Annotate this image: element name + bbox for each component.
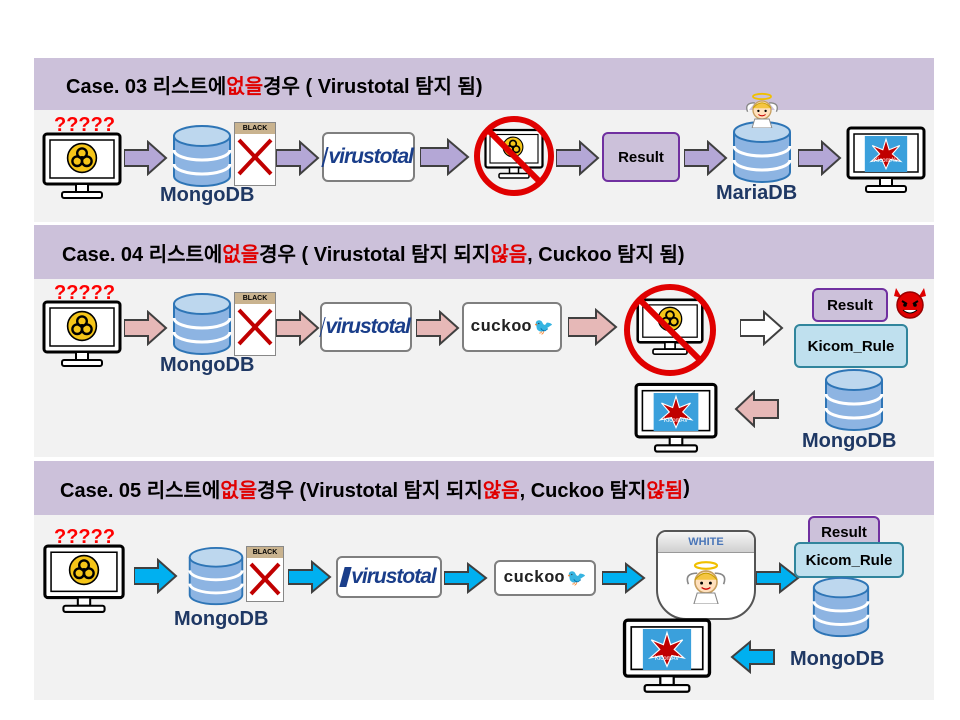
case04-mongodb-icon — [170, 292, 234, 358]
case03-arrow-2 — [276, 140, 320, 176]
case03-arrow-1 — [124, 140, 168, 176]
case04-arrow-back — [734, 390, 779, 428]
case05-arrow-3 — [444, 562, 488, 594]
case03-kicomav-pc-icon: KicomAV — [846, 126, 926, 194]
case04-arrow-3 — [416, 310, 460, 346]
case05-header: Case. 05 리스트에 없을 경우 (Virustotal 탐지 되지 않음… — [34, 461, 934, 515]
case05-arrow-2 — [288, 560, 332, 594]
case05-kicomav-pc-icon: KicomAV — [622, 618, 712, 694]
case05-mongodb2-icon — [810, 576, 872, 640]
case04-header: Case. 04 리스트에 없을 경우 ( Virustotal 탐지 되지 않… — [34, 225, 934, 279]
case05-arrow-4 — [602, 562, 646, 594]
case03-blacklist-icon: BLACK — [234, 122, 276, 186]
case04-kicom-rule-box: Kicom_Rule — [794, 324, 908, 368]
case04-mongodb2-icon — [822, 368, 886, 434]
case05-kicom-rule-box: Kicom_Rule — [794, 542, 904, 578]
case05-arrow-5 — [756, 562, 800, 594]
case04-suspect-pc-icon — [42, 300, 122, 368]
case03-mariadb-icon — [730, 120, 794, 186]
case03-suspect-pc-icon — [42, 132, 122, 200]
case03-result-box: Result — [602, 132, 680, 182]
case05-cuckoo-logo: cuckoo🐦 — [494, 560, 596, 596]
case03-mongodb-icon — [170, 124, 234, 190]
case05-arrow-back — [730, 640, 775, 674]
case05-suspect-pc-icon — [42, 544, 126, 614]
case05-mongodb2-label: MongoDB — [790, 648, 885, 670]
case03-question-marks: ????? — [54, 114, 116, 136]
case04-kicomav-pc-icon: KicomAV — [634, 382, 718, 454]
case03-header: Case. 03 리스트에 없을 경우 ( Virustotal 탐지 됨) — [34, 58, 934, 110]
case03-virustotal-logo: virustotal — [321, 132, 415, 182]
case05-whitelist-icon: WHITE — [656, 530, 756, 620]
case05-virustotal-logo: virustotal — [336, 556, 442, 598]
case04-arrow-4 — [568, 308, 618, 346]
case03-arrow-4 — [556, 140, 600, 176]
case03-title: Case. 03 리스트에 없을 경우 ( Virustotal 탐지 됨) — [66, 75, 483, 98]
case03-angel-icon — [744, 92, 780, 128]
case03-mongodb-label: MongoDB — [160, 184, 255, 206]
case04-mongodb2-label: MongoDB — [802, 430, 897, 452]
case04-result-box: Result — [812, 288, 888, 322]
case04-virustotal-logo: virustotal — [319, 302, 412, 352]
case03-mariadb-label: MariaDB — [716, 182, 798, 204]
case05-question-marks: ????? — [54, 526, 116, 548]
case03-arrow-6 — [798, 140, 842, 176]
case04-arrow-5 — [740, 310, 784, 346]
case04-mongodb-label: MongoDB — [160, 354, 255, 376]
case04-title: Case. 04 리스트에 없을 경우 ( Virustotal 탐지 되지 않… — [62, 243, 685, 266]
case05-arrow-1 — [134, 558, 178, 594]
case03-arrow-3 — [420, 138, 470, 176]
case03-arrow-5 — [684, 140, 728, 176]
case04-blacklist-icon: BLACK — [234, 292, 276, 356]
case04-devil-icon — [890, 286, 930, 320]
case05-mongodb-icon — [186, 546, 246, 608]
case05-mongodb-label: MongoDB — [174, 608, 269, 630]
case04-blocked-pc-icon — [622, 282, 718, 378]
case05-blacklist-icon: BLACK — [246, 546, 284, 602]
case04-question-marks: ????? — [54, 282, 116, 304]
case05-title: Case. 05 리스트에 없을 경우 (Virustotal 탐지 되지 않음… — [60, 476, 690, 502]
case04-arrow-2 — [276, 310, 320, 346]
case04-arrow-1 — [124, 310, 168, 346]
case03-blocked-pc-icon — [472, 114, 556, 198]
case04-cuckoo-logo: cuckoo🐦 — [462, 302, 562, 352]
case05-panel — [34, 515, 934, 700]
